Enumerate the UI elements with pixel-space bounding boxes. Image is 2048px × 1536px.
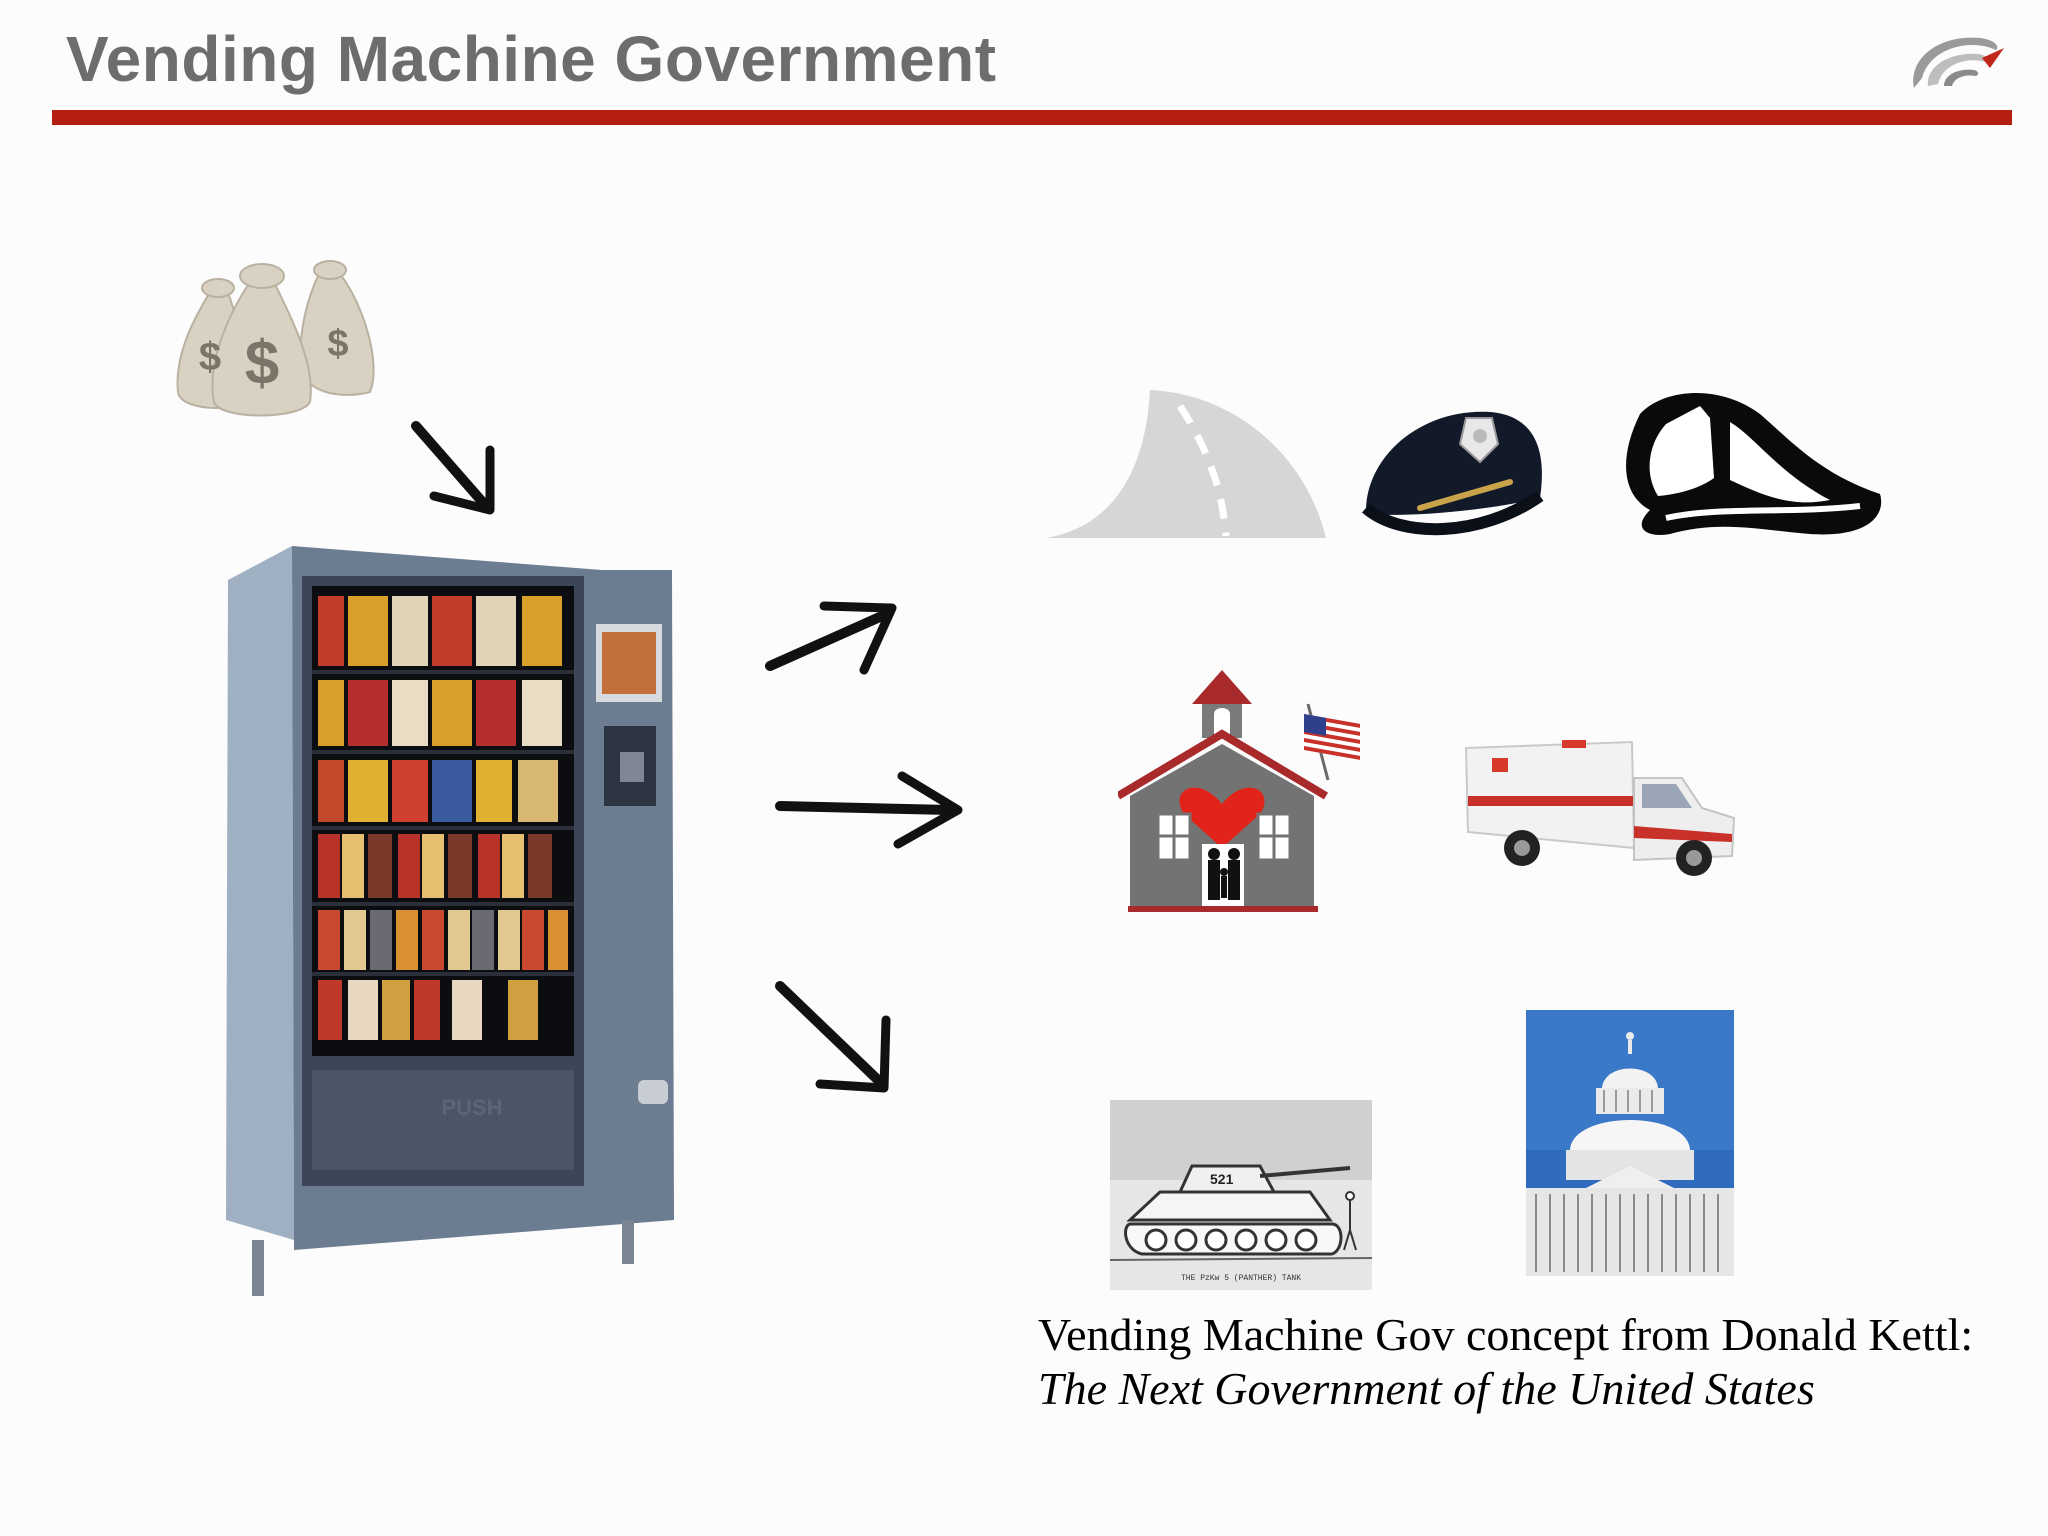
road-icon: [1046, 390, 1326, 538]
arrow-right-icon: [775, 771, 963, 849]
arrow-up-right-icon: [765, 601, 897, 675]
arrow-down-icon: [411, 421, 495, 515]
svg-text:$: $: [327, 323, 348, 365]
arrow-down-right-icon: [775, 981, 891, 1093]
tank-caption: THE PzKw 5 (PANTHER) TANK: [1181, 1274, 1301, 1283]
source-caption: Vending Machine Gov concept from Donald …: [1038, 1308, 1973, 1416]
title-rule: [52, 110, 2012, 125]
swoosh-logo: [1913, 37, 2004, 88]
firefighter-helmet-icon: [1626, 392, 1882, 535]
ambulance-icon: [1464, 740, 1736, 876]
svg-text:$: $: [199, 335, 221, 379]
caption-line-1: Vending Machine Gov concept from Donald …: [1038, 1309, 1974, 1360]
tank-number: 521: [1210, 1171, 1234, 1187]
schoolhouse-icon: [1118, 670, 1360, 912]
book-title: The Next Government of the United States: [1038, 1363, 1815, 1414]
police-cap-icon: [1362, 411, 1544, 536]
vending-machine-image: PUSH: [226, 546, 674, 1296]
svg-text:$: $: [245, 329, 279, 398]
tank-drawing-image: 521 THE PzKw 5 (PANTHER) TANK: [1110, 1100, 1372, 1290]
money-bags-icon: $ $ $: [176, 260, 375, 417]
push-label: PUSH: [441, 1095, 502, 1120]
capitol-building-image: [1526, 1010, 1734, 1276]
slide-title: Vending Machine Government: [66, 23, 997, 95]
